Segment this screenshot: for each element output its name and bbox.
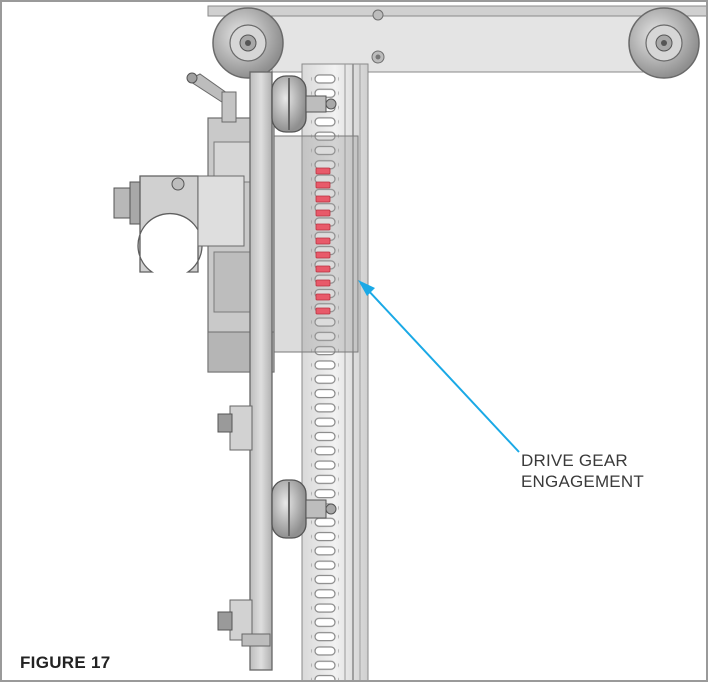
- callout-leader: [358, 280, 519, 452]
- upper-side-bracket: [218, 406, 252, 450]
- lock-handle: [187, 73, 236, 122]
- carriage-housing: [268, 136, 358, 352]
- right-beam-roller: [629, 8, 699, 78]
- left-beam-roller: [213, 8, 283, 78]
- callout-line-1: DRIVE GEAR: [521, 450, 644, 471]
- carriage-plate: [250, 72, 272, 670]
- callout-line-2: ENGAGEMENT: [521, 471, 644, 492]
- figure-label: FIGURE 17: [20, 653, 111, 673]
- callout-label: DRIVE GEAR ENGAGEMENT: [521, 450, 644, 492]
